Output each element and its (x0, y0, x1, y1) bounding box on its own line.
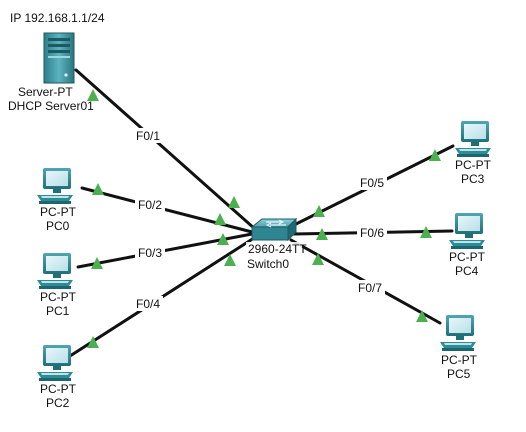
port-label-f06: F0/6 (360, 226, 384, 240)
server-device[interactable]: Server-PT DHCP Server01 (8, 32, 94, 113)
link-status-indicators (87, 89, 441, 348)
server-name-label: DHCP Server01 (8, 99, 94, 113)
pc-icon (37, 168, 73, 204)
pc3-type-label: PC-PT (455, 158, 492, 172)
switch-name-label: Switch0 (247, 257, 289, 271)
port-labels: F0/1 F0/2 F0/3 F0/4 F0/5 F0/6 F0/7 (133, 128, 387, 311)
port-label-f07: F0/7 (358, 281, 382, 295)
pc0-type-label: PC-PT (40, 205, 77, 219)
port-label-f02: F0/2 (138, 198, 162, 212)
port-up-indicator-pc1 (91, 257, 103, 269)
port-up-indicator-server (87, 89, 99, 101)
switch-icon (250, 217, 298, 242)
server-icon (43, 32, 75, 84)
port-up-indicator-switch-f06 (316, 228, 328, 240)
port-label-f03: F0/3 (138, 246, 162, 260)
port-label-f01: F0/1 (136, 129, 160, 143)
pc-icon (449, 213, 485, 249)
switch-device[interactable]: 2960-24TT Switch0 (246, 217, 307, 271)
port-up-indicator-pc0 (92, 183, 104, 195)
port-up-indicator-pc5 (416, 310, 428, 322)
switch-model-label: 2960-24TT (248, 242, 307, 256)
pc0-name-label: PC0 (46, 219, 70, 233)
port-up-indicator-switch-f02 (214, 213, 226, 225)
pc4-device[interactable]: PC-PT PC4 (449, 213, 486, 278)
port-up-indicator-switch-f01 (228, 196, 240, 208)
link-server[interactable] (74, 68, 257, 231)
pc3-name-label: PC3 (461, 172, 485, 186)
pc5-name-label: PC5 (447, 367, 471, 381)
pc3-device[interactable]: PC-PT PC3 (455, 121, 492, 186)
pc0-device[interactable]: PC-PT PC0 (37, 168, 77, 233)
port-up-indicator-pc2 (87, 336, 99, 348)
link-pc0[interactable] (80, 186, 254, 234)
port-up-indicator-switch-f04 (224, 254, 236, 266)
port-up-indicator-switch-f07 (312, 253, 324, 265)
pc1-name-label: PC1 (46, 304, 70, 318)
pc4-type-label: PC-PT (449, 250, 486, 264)
pc5-device[interactable]: PC-PT PC5 (440, 315, 478, 381)
port-label-f05: F0/5 (360, 176, 384, 190)
port-up-indicator-pc3 (429, 149, 441, 161)
pc-icon (440, 315, 476, 351)
port-label-f04: F0/4 (136, 297, 160, 311)
port-up-indicator-pc4 (420, 226, 432, 238)
port-up-indicator-switch-f03 (217, 233, 229, 245)
pc-icon (37, 345, 73, 381)
port-up-indicator-switch-f05 (313, 205, 325, 217)
pc2-name-label: PC2 (46, 396, 70, 410)
ip-address-label: IP 192.168.1.1/24 (10, 11, 105, 25)
pc2-device[interactable]: PC-PT PC2 (37, 345, 77, 410)
pc2-type-label: PC-PT (40, 382, 77, 396)
pc1-type-label: PC-PT (40, 290, 77, 304)
pc4-name-label: PC4 (455, 264, 479, 278)
pc1-device[interactable]: PC-PT PC1 (37, 253, 77, 318)
pc-icon (455, 121, 491, 157)
pc-icon (37, 253, 73, 289)
server-type-label: Server-PT (18, 85, 73, 99)
links (68, 68, 455, 358)
pc5-type-label: PC-PT (441, 353, 478, 367)
